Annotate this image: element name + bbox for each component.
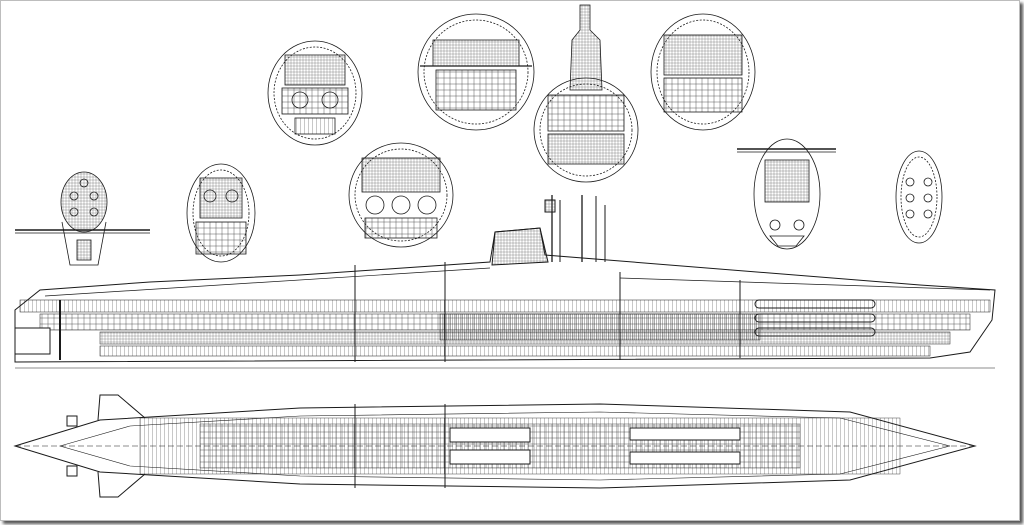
section-stern-planes [15, 171, 150, 266]
section-aft-machinery [186, 163, 256, 263]
section-bow [895, 150, 943, 244]
side-profile-view [14, 195, 996, 369]
section-bow-planes [737, 138, 836, 250]
section-sail [533, 4, 639, 183]
plan-view [13, 394, 977, 498]
section-forward-compartment [650, 13, 756, 131]
section-control-room-aft [348, 142, 454, 248]
section-engine-room [267, 40, 363, 146]
section-reactor [417, 13, 535, 131]
